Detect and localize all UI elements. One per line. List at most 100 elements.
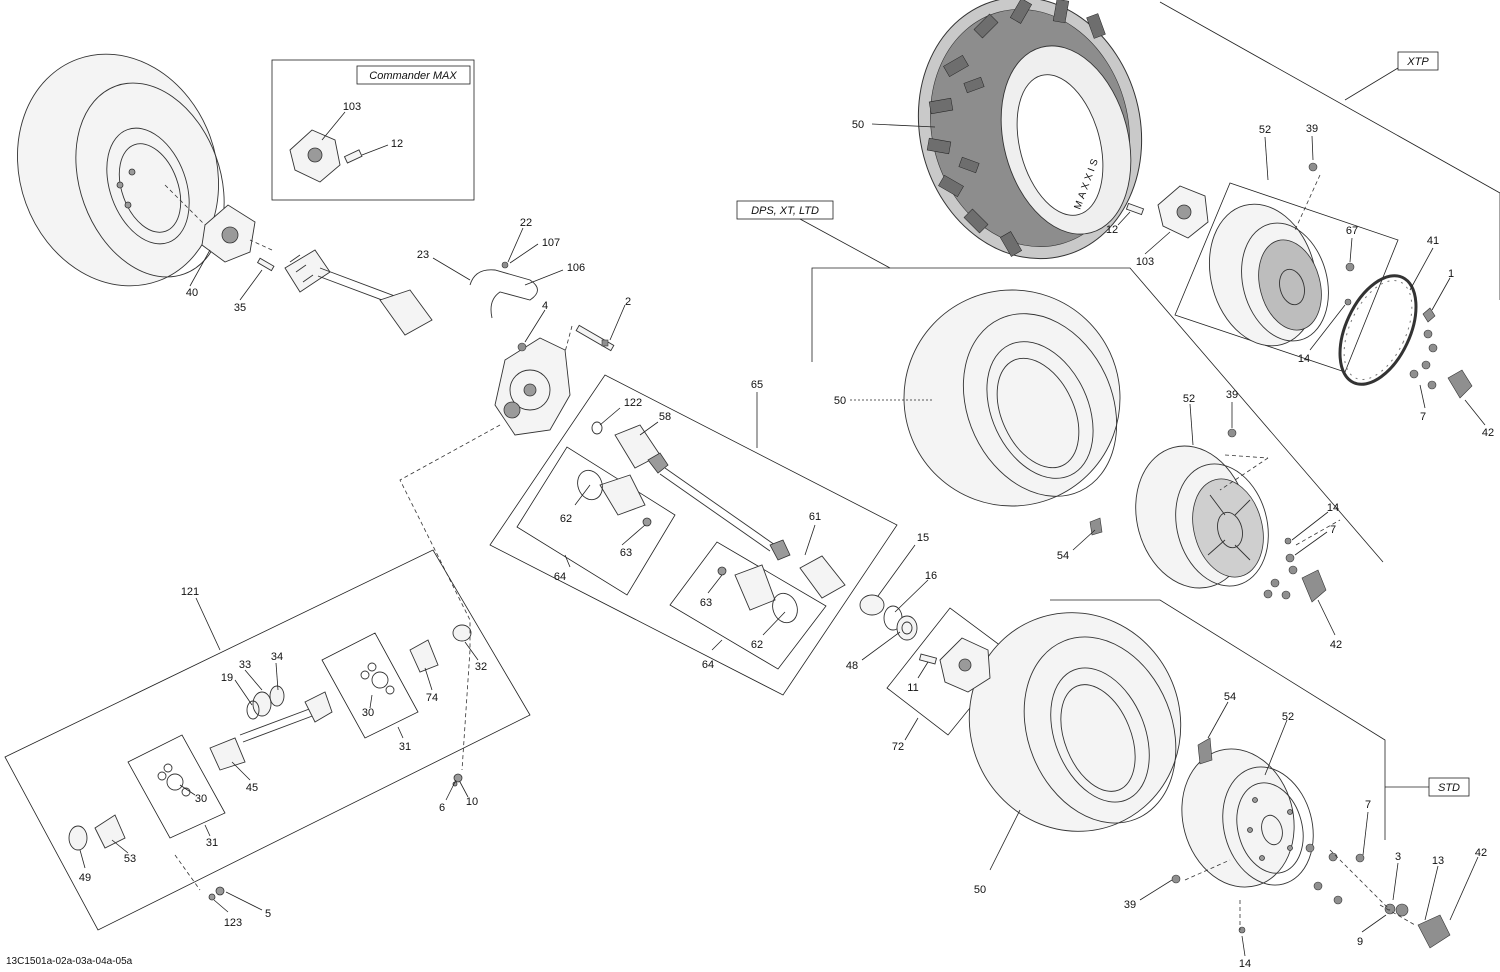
callout-12-xtp: 12 xyxy=(1106,224,1118,236)
callout-3: 3 xyxy=(1395,851,1401,863)
callout-107: 107 xyxy=(542,237,560,249)
dps-bracket-line xyxy=(811,267,1384,563)
callout-14-xtp: 14 xyxy=(1298,353,1310,365)
tire-std xyxy=(968,612,1182,832)
boot-kit-frame-upper xyxy=(516,446,676,596)
callout-64-upper: 64 xyxy=(554,571,566,583)
callout-12: 12 xyxy=(391,138,403,150)
xtp-tag: XTP xyxy=(1406,56,1429,68)
callout-39-dps: 39 xyxy=(1226,389,1238,401)
callout-52-dps: 52 xyxy=(1183,393,1195,405)
drive-shaft xyxy=(68,624,472,901)
tire-rear-left xyxy=(17,53,225,287)
callout-16: 16 xyxy=(925,570,937,582)
callout-1: 1 xyxy=(1448,268,1454,280)
callouts: 103 12 40 35 22 107 23 106 4 2 65 122 58… xyxy=(79,101,1494,970)
commander-max-tag-box xyxy=(356,65,471,85)
callout-11: 11 xyxy=(907,682,918,694)
callout-30-upper: 30 xyxy=(362,707,374,719)
hub-left-40 xyxy=(201,204,256,263)
drive-shaft-frame xyxy=(4,549,531,931)
callout-31-upper: 31 xyxy=(399,741,411,753)
hardware xyxy=(501,162,1473,949)
rim-xtp xyxy=(1208,203,1329,347)
u-joint-kit-frame-upper xyxy=(321,632,419,739)
callout-31-lower: 31 xyxy=(206,837,218,849)
callout-103-xtp: 103 xyxy=(1136,256,1154,268)
callout-39-xtp: 39 xyxy=(1306,123,1318,135)
commander-max-frame xyxy=(271,59,475,201)
std-bracket-line xyxy=(1050,599,1386,840)
callout-15: 15 xyxy=(917,532,929,544)
callout-6: 6 xyxy=(439,802,445,814)
callout-7-xtp: 7 xyxy=(1420,411,1426,423)
hub-72 xyxy=(918,637,991,693)
callout-7-std: 7 xyxy=(1365,799,1371,811)
hub-xtp-103 xyxy=(1125,185,1209,239)
hub-commander-max-103 xyxy=(289,129,363,183)
callout-33: 33 xyxy=(239,659,251,671)
u-joint-kit-frame-lower xyxy=(127,734,226,839)
callout-5: 5 xyxy=(265,908,271,920)
callout-58: 58 xyxy=(659,411,671,423)
callout-63-lower: 63 xyxy=(700,597,712,609)
u-joint-spiders xyxy=(157,662,395,797)
callout-7-dps: 7 xyxy=(1330,524,1336,536)
diagram-reference-code: 13C1501a-02a-03a-04a-05a xyxy=(6,956,133,967)
xtp-bracket-line xyxy=(1159,1,1500,194)
callout-64-lower: 64 xyxy=(702,659,714,671)
callout-13: 13 xyxy=(1432,855,1444,867)
tire-xtp-knobby: MAXXIS xyxy=(917,0,1143,260)
callout-121: 121 xyxy=(181,586,199,598)
callout-22: 22 xyxy=(520,217,532,229)
callout-14-std: 14 xyxy=(1239,958,1251,970)
callout-52-xtp: 52 xyxy=(1259,124,1271,136)
commander-max-tag: Commander MAX xyxy=(369,70,457,82)
beadlock-ring xyxy=(1338,274,1418,386)
callout-19: 19 xyxy=(221,672,233,684)
callout-14-dps: 14 xyxy=(1327,502,1339,514)
callout-42-xtp: 42 xyxy=(1482,427,1494,439)
assembly-lines xyxy=(164,174,1416,930)
callout-103: 103 xyxy=(343,101,361,113)
callout-39-std: 39 xyxy=(1124,899,1136,911)
callout-62-upper: 62 xyxy=(560,513,572,525)
half-shaft xyxy=(577,421,846,624)
callout-67: 67 xyxy=(1346,225,1358,237)
callout-48: 48 xyxy=(846,660,858,672)
callout-4: 4 xyxy=(542,300,548,312)
rim-dps xyxy=(1135,445,1269,589)
callout-41: 41 xyxy=(1427,235,1439,247)
callout-72: 72 xyxy=(892,741,904,753)
half-shaft-kit-frame xyxy=(489,374,898,696)
callout-2: 2 xyxy=(625,296,631,308)
callout-32: 32 xyxy=(475,661,487,673)
callout-40: 40 xyxy=(186,287,198,299)
tread-knobs xyxy=(926,0,1106,257)
callout-50-dps: 50 xyxy=(834,395,846,407)
xtp-rim-frame xyxy=(1174,182,1399,373)
callout-53: 53 xyxy=(124,853,136,865)
callout-52-std: 52 xyxy=(1282,711,1294,723)
differential xyxy=(469,269,615,436)
variant-tags: Commander MAX DPS, XT, LTD XTP STD xyxy=(356,51,1470,797)
rim-std xyxy=(1181,748,1314,888)
group-frames xyxy=(4,1,1500,931)
callout-50-std: 50 xyxy=(974,884,986,896)
callout-122: 122 xyxy=(624,397,642,409)
callout-74: 74 xyxy=(426,692,438,704)
std-tag: STD xyxy=(1438,782,1460,794)
callout-9: 9 xyxy=(1357,936,1363,948)
callout-123: 123 xyxy=(224,917,242,929)
callout-45: 45 xyxy=(246,782,258,794)
callout-63-upper: 63 xyxy=(620,547,632,559)
callout-23: 23 xyxy=(417,249,429,261)
callout-30-lower: 30 xyxy=(195,793,207,805)
tire-dps xyxy=(903,289,1121,507)
callout-34: 34 xyxy=(271,651,283,663)
bearing-set xyxy=(859,594,918,641)
callout-61: 61 xyxy=(809,511,821,523)
callout-62-lower: 62 xyxy=(751,639,763,651)
callout-35: 35 xyxy=(234,302,246,314)
